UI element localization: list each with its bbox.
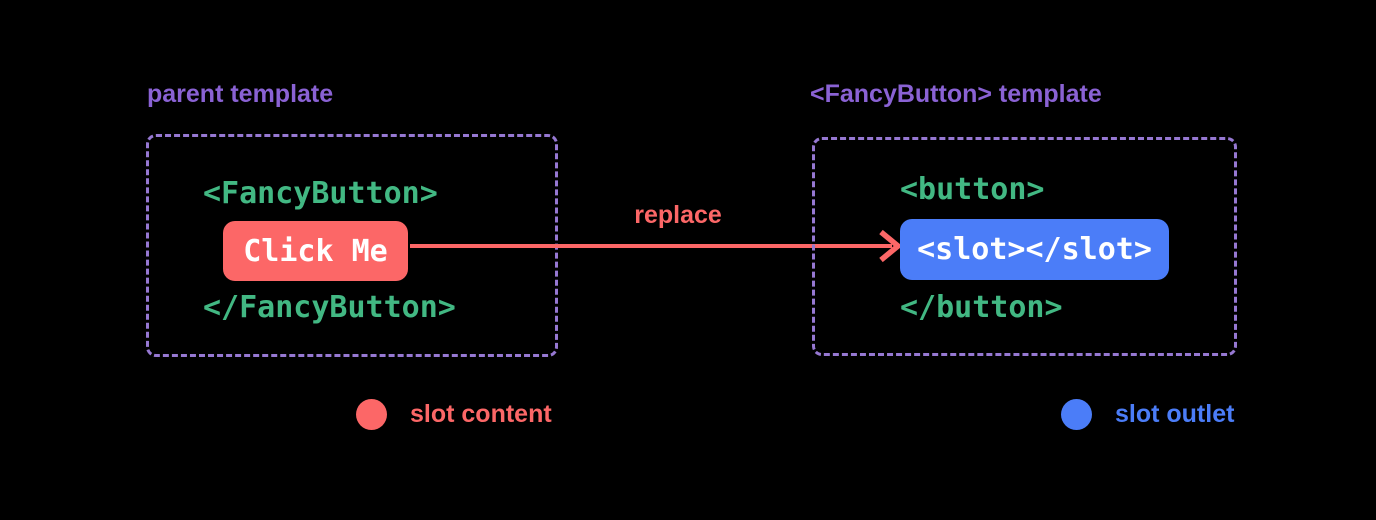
replace-arrow-icon <box>410 229 903 263</box>
button-close-tag: </button> <box>900 290 1063 325</box>
parent-template-box: <FancyButton> Click Me </FancyButton> <box>146 134 558 357</box>
slot-content-dot-icon <box>356 398 387 430</box>
legend-slot-outlet: slot outlet <box>1061 398 1234 430</box>
fancybutton-template-box: <button> <slot></slot> </button> <box>812 137 1237 356</box>
slot-content-label: slot content <box>410 399 552 428</box>
slot-outlet-button: <slot></slot> <box>900 219 1169 280</box>
parent-template-label: parent template <box>147 80 334 108</box>
replace-label: replace <box>634 201 722 229</box>
fancybutton-open-tag: <FancyButton> <box>203 176 438 211</box>
legend-slot-content: slot content <box>356 398 552 430</box>
fancybutton-close-tag: </FancyButton> <box>203 290 456 325</box>
button-open-tag: <button> <box>900 172 1045 207</box>
fancybutton-template-label: <FancyButton> template <box>810 80 1102 108</box>
click-me-button: Click Me <box>223 221 408 281</box>
slot-outlet-dot-icon <box>1061 398 1092 430</box>
slot-outlet-label: slot outlet <box>1115 399 1235 428</box>
